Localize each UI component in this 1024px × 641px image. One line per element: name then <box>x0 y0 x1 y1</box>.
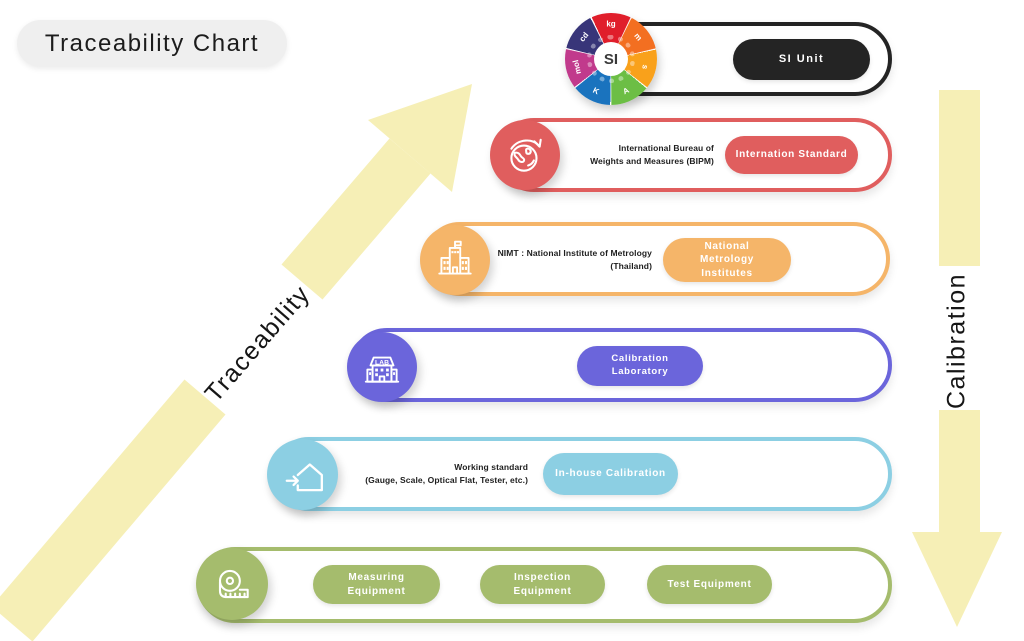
traceability-arrow-upper-band <box>281 138 431 300</box>
page-title: Traceability Chart <box>17 20 287 67</box>
traceability-arrow-head <box>368 84 472 192</box>
calibration-arrow-upper-band <box>939 90 980 266</box>
calibration-arrow-lower-band <box>939 410 980 532</box>
calibration-arrow-head <box>912 532 1002 627</box>
traceability-arrow-lower-band <box>0 379 226 641</box>
calibration-arrow-label: Calibration <box>942 272 971 410</box>
